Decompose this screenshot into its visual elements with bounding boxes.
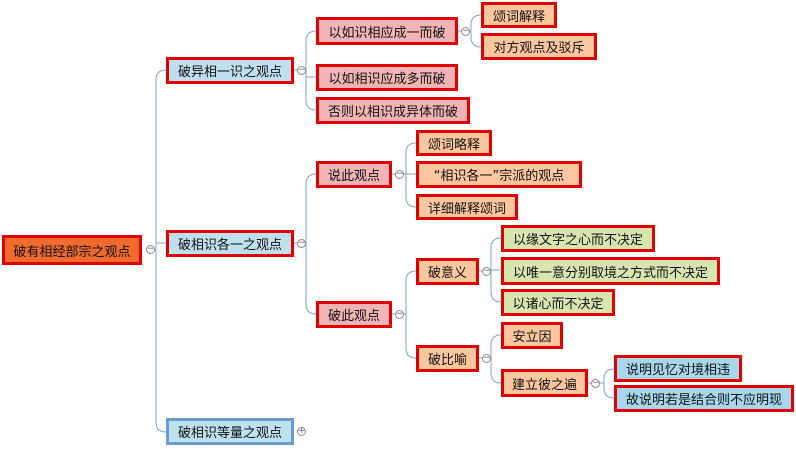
collapse-icon[interactable]: − [461,26,470,36]
topic-verse-brief[interactable]: 颂词略释 [416,130,492,156]
topic-state-view[interactable]: 说此观点 [316,161,392,188]
topic-establish-reason[interactable]: 安立因 [501,322,563,349]
topic-b1-refute-as-one[interactable]: 以如识相应成一而破 [316,17,458,45]
expand-icon[interactable]: + [297,426,306,436]
collapse-icon[interactable]: − [297,238,306,248]
collapse-icon[interactable]: − [395,169,404,179]
collapse-icon[interactable]: − [146,244,155,254]
topic-branch-2[interactable]: 破相识各一之观点 [166,230,294,257]
topic-memory-contradiction[interactable]: 说明见忆对境相违 [614,355,742,382]
topic-branch-3[interactable]: 破相识等量之观点 [166,418,294,445]
collapse-icon[interactable]: − [395,309,404,319]
collapse-icon[interactable]: − [297,65,306,75]
topic-refute-view[interactable]: 破此观点 [316,301,392,328]
topic-refute-meaning[interactable]: 破意义 [416,258,479,285]
topic-single-conception[interactable]: 以唯一意分别取境之方式而不决定 [501,257,720,285]
topic-b1-refute-as-many[interactable]: 以如相识应成多而破 [316,64,458,91]
root-topic[interactable]: 破有相经部宗之观点 [2,235,142,265]
collapse-icon[interactable]: − [482,266,491,276]
topic-establish-pervasion[interactable]: 建立彼之遍 [501,369,588,397]
topic-combination-not-clear[interactable]: 故说明若是结合则不应明现 [614,385,794,412]
collapse-icon[interactable]: − [482,353,491,363]
topic-verse-explanation[interactable]: 颂词解释 [481,2,557,28]
topic-opponent-view-refutation[interactable]: 对方观点及驳斥 [481,33,597,60]
collapse-icon[interactable]: − [591,378,600,388]
topic-verse-detailed[interactable]: 详细解释颂词 [416,194,518,220]
topic-all-minds[interactable]: 以诸心而不决定 [501,289,615,316]
topic-school-view[interactable]: “相识各一”宗派的观点 [416,161,582,188]
topic-b1-refute-as-different[interactable]: 否则以相识成异体而破 [316,97,470,124]
topic-letter-mind[interactable]: 以缘文字之心而不决定 [501,225,655,252]
topic-branch-1[interactable]: 破异相一识之观点 [166,57,294,84]
topic-refute-analogy[interactable]: 破比喻 [416,345,479,372]
